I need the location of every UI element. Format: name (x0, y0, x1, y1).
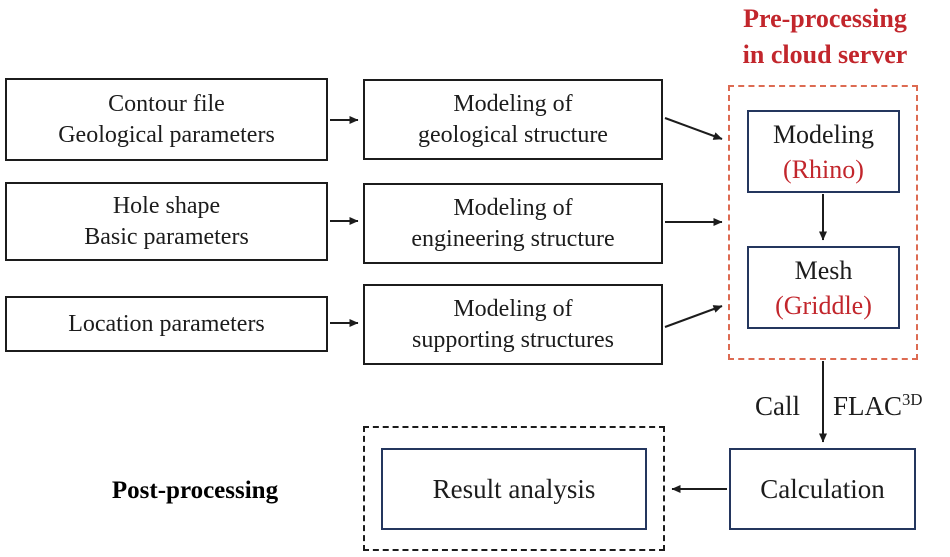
preprocessing-title-line1: Pre-processing (743, 4, 907, 33)
cloud-server-dashed-group (728, 85, 918, 360)
call-label: Call (755, 391, 800, 421)
box-text-line: Modeling of (453, 90, 573, 117)
flac3d-label-superscript: 3D (902, 390, 923, 409)
arrow-geological-to-cloud (664, 117, 723, 140)
preprocessing-title-line2: in cloud server (742, 40, 908, 69)
box-calculation: Calculation (729, 448, 916, 530)
box-text-line: Contour file (108, 90, 225, 117)
flac3d-label-base: FLAC (833, 391, 903, 421)
box-text-line: Location parameters (68, 310, 265, 337)
post-processing-dashed-group (363, 426, 665, 551)
box-hole-shape-basic-parameters: Hole shape Basic parameters (5, 182, 328, 261)
box-tool-name: (Griddle) (775, 290, 872, 320)
box-text-line: Modeling of (453, 295, 573, 322)
box-modeling-engineering-structure: Modeling of engineering structure (363, 183, 663, 264)
box-text-line: Hole shape (112, 192, 221, 219)
preprocessing-title: Pre-processing in cloud server (700, 1, 950, 73)
box-text-line: supporting structures (412, 326, 614, 353)
box-tool-name: (Rhino) (783, 154, 864, 184)
box-text-line: Basic parameters (84, 223, 249, 250)
box-modeling-geological-structure: Modeling of geological structure (363, 79, 663, 160)
box-contour-file-geological-parameters: Contour file Geological parameters (5, 78, 328, 161)
box-text-line: Result analysis (432, 474, 596, 504)
arrow-supporting-to-cloud (664, 305, 723, 328)
box-text-line: Modeling (772, 119, 875, 149)
box-text-line: Mesh (794, 255, 853, 285)
box-text-line: geological structure (418, 121, 608, 148)
box-modeling-rhino: Modeling (Rhino) (747, 110, 900, 193)
box-text-line: engineering structure (411, 225, 615, 252)
box-text-line: Modeling of (453, 194, 573, 221)
flac3d-label: FLAC3D (833, 391, 922, 421)
box-mesh-griddle: Mesh (Griddle) (747, 246, 900, 329)
box-modeling-supporting-structures: Modeling of supporting structures (363, 284, 663, 365)
box-result-analysis: Result analysis (381, 448, 647, 530)
box-text-line: Calculation (760, 474, 885, 504)
post-processing-label: Post-processing (111, 477, 279, 504)
box-location-parameters: Location parameters (5, 296, 328, 352)
box-text-line: Geological parameters (58, 121, 275, 148)
